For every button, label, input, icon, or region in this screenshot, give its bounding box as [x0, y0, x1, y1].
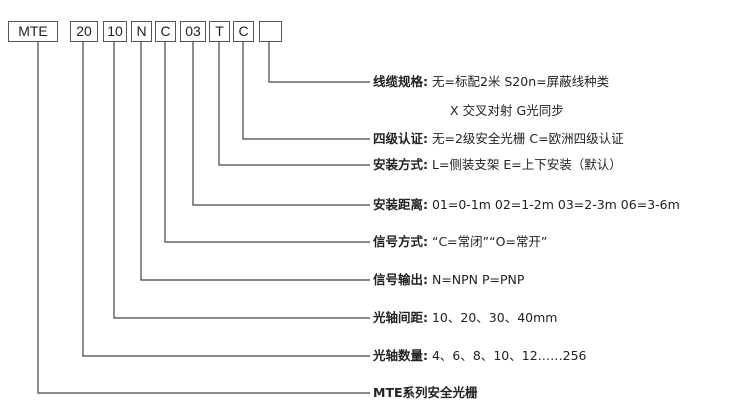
code-box-cable: [259, 21, 282, 42]
row-label: 信号方式:: [373, 234, 428, 249]
code-box-series: MTE: [8, 21, 58, 42]
code-box-install-mode: T: [209, 21, 230, 42]
connector-signal-mode: [164, 42, 370, 243]
row-series: MTE系列安全光栅: [373, 385, 478, 401]
row-value: N=NPN P=PNP: [428, 272, 525, 287]
row-value: 10、20、30、40mm: [428, 310, 558, 325]
connector-axis-count: [82, 42, 370, 357]
row-label: 信号输出:: [373, 272, 428, 287]
row-value: 无=标配2米 S20n=屏蔽线种类: [428, 74, 610, 89]
connector-cable: [268, 42, 370, 83]
row-label: 安装方式:: [373, 157, 428, 172]
row-value: 无=2级安全光栅 C=欧洲四级认证: [428, 131, 624, 146]
row-install-distance: 安装距离: 01=0-1m 02=1-2m 03=2-3m 06=3-6m: [373, 197, 680, 213]
code-box-signal-output: N: [131, 21, 152, 42]
row-value: L=侧装支架 E=上下安装（默认）: [428, 157, 622, 172]
code-box-axis-count: 20: [70, 21, 98, 42]
row-install-mode: 安装方式: L=侧装支架 E=上下安装（默认）: [373, 157, 622, 173]
code-box-signal-mode: C: [155, 21, 176, 42]
row-value: 01=0-1m 02=1-2m 03=2-3m 06=3-6m: [428, 197, 680, 212]
row-label: 光轴数量:: [373, 348, 428, 363]
code-box-install-distance: 03: [180, 21, 206, 42]
row-certification: 四级认证: 无=2级安全光栅 C=欧洲四级认证: [373, 131, 624, 147]
row-label: 四级认证:: [373, 131, 428, 146]
row-cable-spec: 线缆规格: 无=标配2米 S20n=屏蔽线种类: [373, 74, 609, 90]
code-box-axis-spacing: 10: [103, 21, 127, 42]
row-axis-count: 光轴数量: 4、6、8、10、12……256: [373, 348, 587, 364]
code-box-certification: C: [233, 21, 254, 42]
row-value: “C=常闭”“O=常开”: [428, 234, 548, 249]
row-value: 4、6、8、10、12……256: [428, 348, 587, 363]
connector-axis-spacing: [113, 42, 370, 319]
row-label: 线缆规格:: [373, 74, 428, 89]
row-cable-spec-sub: X 交叉对射 G光同步: [450, 103, 564, 118]
row-label: 安装距离:: [373, 197, 428, 212]
row-axis-spacing: 光轴间距: 10、20、30、40mm: [373, 310, 557, 326]
connector-certification: [242, 42, 370, 140]
row-label: MTE系列安全光栅: [373, 385, 478, 400]
connector-install-mode: [218, 42, 370, 166]
row-signal-mode: 信号方式: “C=常闭”“O=常开”: [373, 234, 547, 250]
connector-series: [37, 42, 370, 394]
row-signal-output: 信号输出: N=NPN P=PNP: [373, 272, 524, 288]
connector-install-distance: [192, 42, 370, 206]
row-label: 光轴间距:: [373, 310, 428, 325]
connector-signal-output: [140, 42, 370, 281]
